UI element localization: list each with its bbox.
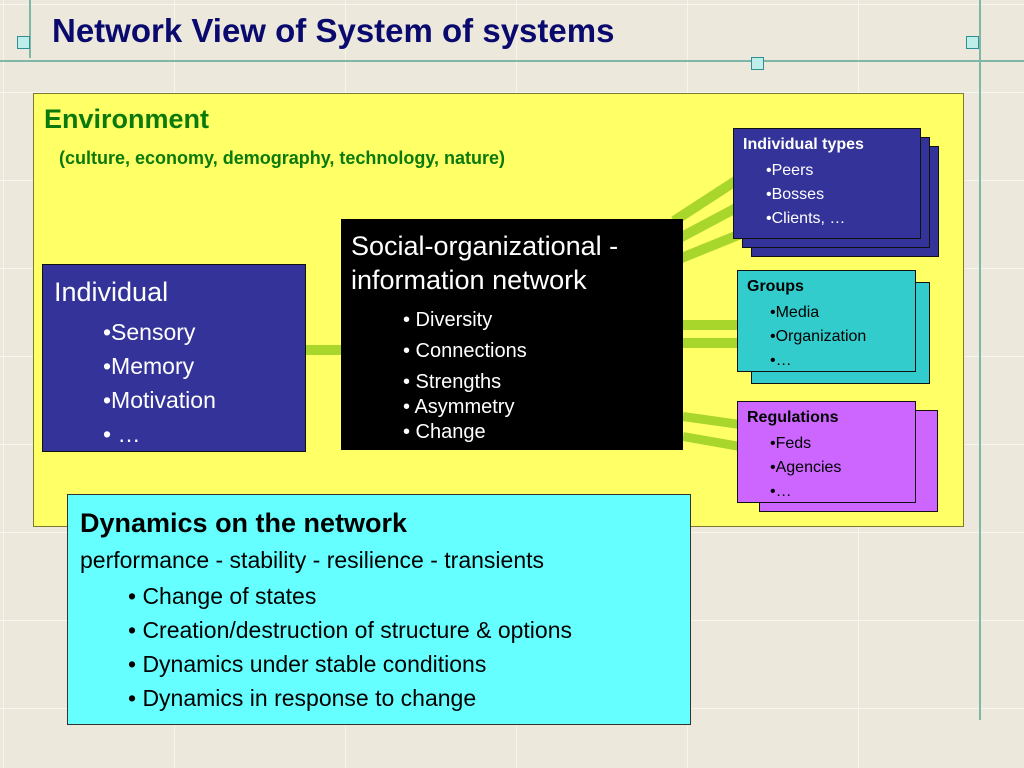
list-item: • Strengths [403, 371, 502, 393]
list-item: •Peers [766, 162, 814, 179]
list-item: •Feds [770, 435, 812, 452]
groups-title: Groups [747, 278, 804, 295]
dynamics-list: • Change of states • Creation/destructio… [128, 579, 572, 715]
decorative-square [17, 36, 30, 49]
groups-list: •Media •Organization •… [770, 301, 866, 373]
decorative-horizontal-line [0, 60, 1024, 62]
list-item: •Motivation [103, 387, 216, 413]
connector-individual-network [306, 345, 342, 355]
list-item: • Diversity [403, 309, 493, 331]
list-item: • Connections [403, 340, 527, 362]
network-box: Social-organizational -information netwo… [341, 219, 683, 450]
dynamics-box: Dynamics on the network performance - st… [67, 494, 691, 725]
list-item: • … [103, 421, 141, 447]
individual-title: Individual [54, 277, 169, 307]
list-item: •Media [770, 304, 820, 321]
individual-list: •Sensory •Memory •Motivation • … [103, 315, 216, 451]
individual-types-card: Individual types •Peers •Bosses •Clients… [733, 128, 921, 239]
environment-subtitle: (culture, economy, demography, technolog… [59, 148, 506, 168]
list-item: • Change of states [128, 583, 317, 609]
list-item: •Memory [103, 353, 195, 379]
connector-network-groups [683, 338, 739, 348]
regulations-title: Regulations [747, 409, 839, 426]
individual-types-title: Individual types [743, 136, 864, 153]
list-item: •Sensory [103, 319, 196, 345]
decorative-square [966, 36, 979, 49]
list-item: •Organization [770, 328, 867, 345]
connector-network-groups [683, 320, 739, 330]
regulations-list: •Feds •Agencies •… [770, 432, 841, 504]
groups-card: Groups •Media •Organization •… [737, 270, 916, 372]
list-item: •Bosses [766, 186, 825, 203]
environment-title: Environment [44, 104, 210, 134]
network-list: • Diversity • Connections • Strengths • … [403, 309, 527, 444]
list-item: •Clients, … [766, 210, 846, 227]
list-item: •Agencies [770, 459, 842, 476]
list-item: •… [770, 483, 792, 500]
decorative-vertical-line [29, 0, 31, 58]
dynamics-subtitle: performance - stability - resilience - t… [80, 547, 544, 573]
individual-box: Individual •Sensory •Memory •Motivation … [42, 264, 306, 452]
list-item: • Change [403, 421, 486, 443]
list-item: • Dynamics in response to change [128, 685, 477, 711]
page-title: Network View of System of systems [52, 12, 615, 49]
individual-types-list: •Peers •Bosses •Clients, … [766, 159, 845, 231]
list-item: • Creation/destruction of structure & op… [128, 617, 572, 643]
list-item: • Dynamics under stable conditions [128, 651, 487, 677]
decorative-vertical-line [979, 0, 981, 720]
list-item: •… [770, 352, 792, 369]
decorative-square [751, 57, 764, 70]
network-title: Social-organizational -information netwo… [351, 231, 619, 295]
regulations-card: Regulations •Feds •Agencies •… [737, 401, 916, 503]
dynamics-title: Dynamics on the network [80, 508, 408, 538]
list-item: • Asymmetry [403, 396, 515, 418]
